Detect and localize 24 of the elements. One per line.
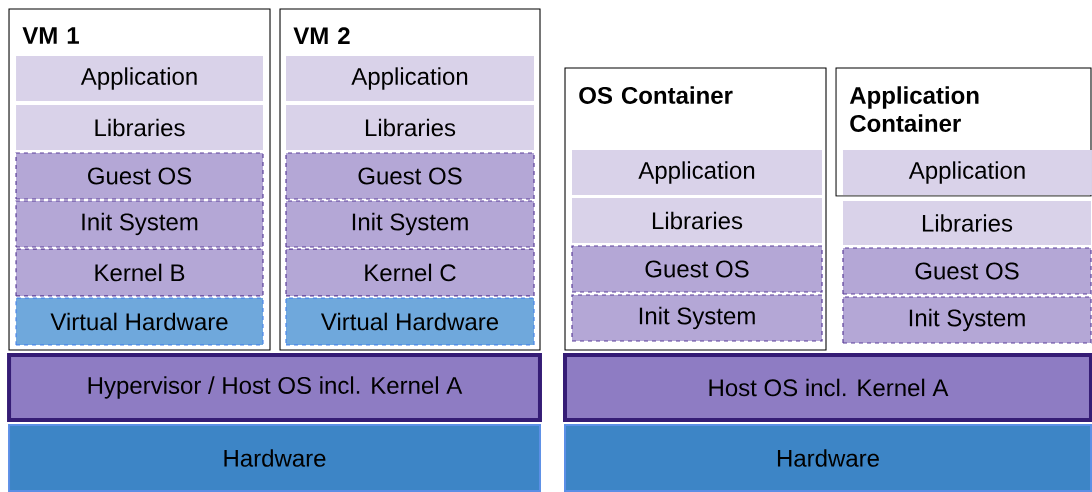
hardware-box: Hardware (8, 424, 541, 492)
host-os-box: Hypervisor / Host OS incl. Kernel A (7, 352, 542, 423)
layer-box: Guest OS (842, 247, 1092, 295)
layer-box: Init System (842, 296, 1092, 344)
host-os-box: Host OS incl. Kernel A (563, 352, 1092, 423)
layer-box: Libraries (843, 201, 1091, 245)
layer-box: Libraries (286, 104, 534, 151)
layer-box: Libraries (16, 104, 263, 151)
virtual-hardware-box: Virtual Hardware (15, 297, 264, 346)
layer-box: Libraries (572, 197, 822, 244)
layer-box: Guest OS (285, 152, 535, 200)
layer-box: Init System (285, 200, 535, 248)
hardware-box: Hardware (564, 424, 1092, 492)
layer-box: Guest OS (15, 152, 264, 200)
layer-box: Application (572, 149, 822, 196)
layer-box: Init System (571, 294, 823, 342)
layer-box: Init System (15, 200, 264, 248)
layer-box: Kernel C (285, 248, 535, 297)
layer-box: Kernel B (15, 248, 264, 297)
virtual-hardware-box: Virtual Hardware (285, 297, 535, 346)
layer-box: Application (16, 55, 263, 102)
layer-box: Application (286, 55, 534, 102)
layer-box: Guest OS (571, 245, 823, 293)
layer-box: Application (842, 149, 1092, 196)
